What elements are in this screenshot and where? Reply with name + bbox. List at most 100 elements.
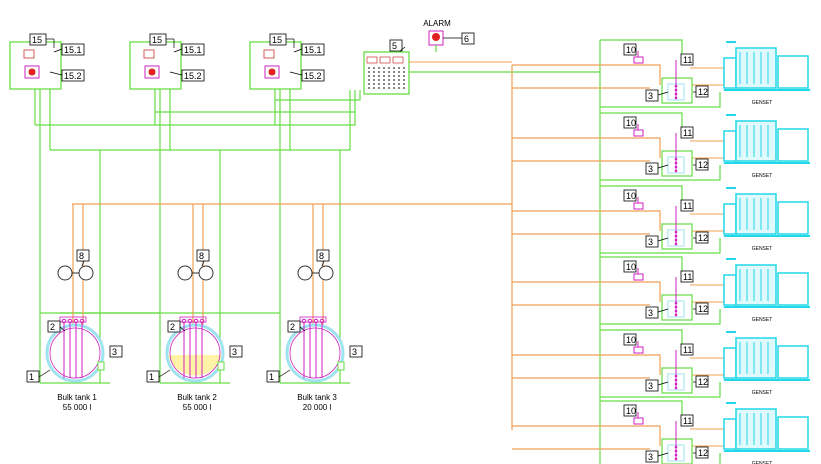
genset-tag10-1-box — [623, 43, 637, 56]
panel-dot — [403, 71, 405, 73]
genset-tag12-4-box — [695, 302, 709, 315]
panel-dot — [403, 87, 405, 89]
panel-dot — [398, 71, 400, 73]
pump-a-2 — [177, 265, 193, 281]
genset-tag11-6: 11 — [683, 416, 692, 426]
tank-volume-3: 20 000 l — [303, 403, 332, 412]
genset-valve-4 — [633, 273, 644, 281]
sensor-sub1-2-box — [181, 43, 205, 56]
genset-tag10-1: 10 — [626, 45, 636, 55]
genset-tag10-3-box — [623, 189, 637, 202]
genset-tag3-1-box — [645, 89, 659, 102]
genset-engine-4 — [735, 264, 777, 306]
genset-tag11-3-box — [680, 199, 694, 212]
panel-dot — [403, 79, 405, 81]
genset-signal-top-4 — [600, 256, 683, 275]
genset-signal-top-2 — [600, 112, 683, 131]
tank-tag2-3-box — [287, 320, 301, 333]
tank-tag3-2-box — [229, 345, 243, 358]
tank-probe-head — [307, 318, 313, 324]
genset-tag3-2-box — [645, 162, 659, 175]
sensor-leader-d-1 — [49, 71, 63, 76]
genset-tag10-5-box — [623, 333, 637, 346]
panel-dot — [388, 79, 390, 81]
genset-signal-top-5 — [600, 329, 683, 348]
genset-fuel-in-1 — [512, 64, 661, 85]
genset-tag3-1: 3 — [648, 91, 653, 101]
genset-signal-bottom-3 — [600, 238, 721, 254]
genset-tag3-3-box — [645, 235, 659, 248]
pump-leader-1 — [81, 260, 85, 267]
genset-tag12-1-box — [695, 85, 709, 98]
genset-tag11-1-box — [680, 53, 694, 66]
panel-dot — [373, 71, 375, 73]
panel-dot — [368, 75, 370, 77]
panel-dot — [378, 79, 380, 81]
panel-dot — [378, 83, 380, 85]
genset-alternator-6 — [777, 416, 809, 450]
tank-manifold-1 — [59, 316, 87, 323]
genset-tag3-6-box — [645, 450, 659, 463]
sensor-sub2-2: 15.2 — [184, 71, 202, 81]
tank-name-3: Bulk tank 3 — [297, 393, 337, 402]
genset-tag11-5: 11 — [683, 345, 692, 355]
genset-tag10-4-box — [623, 260, 637, 273]
sensor-sub1-1-box — [61, 43, 85, 56]
signal-bus-3 — [50, 90, 351, 151]
tank-name-1: Bulk tank 1 — [57, 393, 97, 402]
panel-tag-box — [389, 39, 403, 52]
panel-dot — [373, 83, 375, 85]
sensor-indicator-3 — [263, 49, 275, 59]
genset-alternator-2 — [777, 128, 809, 162]
panel-leader — [399, 46, 406, 52]
panel-tag: 5 — [392, 41, 397, 51]
tank-probe-head — [199, 318, 205, 324]
panel-dot — [393, 67, 395, 69]
tank-sensor-2 — [217, 361, 225, 371]
panel-dot — [368, 87, 370, 89]
panel-dot — [403, 83, 405, 85]
tank-tag1-2: 1 — [149, 372, 154, 382]
genset-tag10-6: 10 — [626, 406, 636, 416]
panel-indicator-3 — [392, 56, 404, 64]
tank-sensor-3 — [337, 361, 345, 371]
genset-signal-top-3 — [600, 185, 683, 204]
panel-dot — [398, 79, 400, 81]
genset-tag12-2: 12 — [698, 160, 708, 170]
sensor-tag-1: 15 — [32, 35, 42, 45]
panel-dot — [393, 75, 395, 77]
tank-tag2-3: 2 — [290, 322, 295, 332]
genset-tag11-1: 11 — [683, 55, 692, 65]
tank-probe-head — [73, 318, 79, 324]
genset-leader3-2 — [657, 164, 669, 169]
genset-leader3-6 — [657, 452, 669, 457]
panel-dot — [378, 67, 380, 69]
genset-tag11-4: 11 — [683, 272, 692, 282]
sensor-sub1-2: 15.1 — [184, 45, 202, 55]
tank-inner-2 — [169, 327, 221, 379]
genset-tag12-2-box — [695, 158, 709, 171]
alarm-title: ALARM — [423, 19, 451, 28]
tank-tag2-2-box — [167, 320, 181, 333]
genset-fuel-in-3 — [512, 210, 661, 231]
pump-b-2 — [198, 265, 214, 281]
genset-fuel-in-5 — [512, 354, 661, 375]
tank-tag2-1: 2 — [50, 322, 55, 332]
sensor-sub2-1: 15.2 — [64, 71, 82, 81]
sensor-tag-1-box — [29, 33, 47, 46]
genset-tag12-5: 12 — [698, 377, 708, 387]
genset-signal-bottom-2 — [600, 165, 721, 181]
genset-tag12-1: 12 — [698, 87, 708, 97]
genset-valve-3 — [633, 202, 644, 210]
pump-tag-2: 8 — [199, 251, 204, 261]
tank-manifold-2 — [179, 316, 207, 323]
tank-name-2: Bulk tank 2 — [177, 393, 217, 402]
panel-dot — [388, 83, 390, 85]
genset-tag3-5-box — [645, 379, 659, 392]
panel-dot — [393, 87, 395, 89]
genset-engine-1 — [735, 47, 777, 89]
genset-tag12-6-box — [695, 446, 709, 459]
sensor-sub1-3-box — [301, 43, 325, 56]
sensor-tag-2: 15 — [152, 35, 162, 45]
genset-fuel-in-6 — [512, 425, 661, 446]
